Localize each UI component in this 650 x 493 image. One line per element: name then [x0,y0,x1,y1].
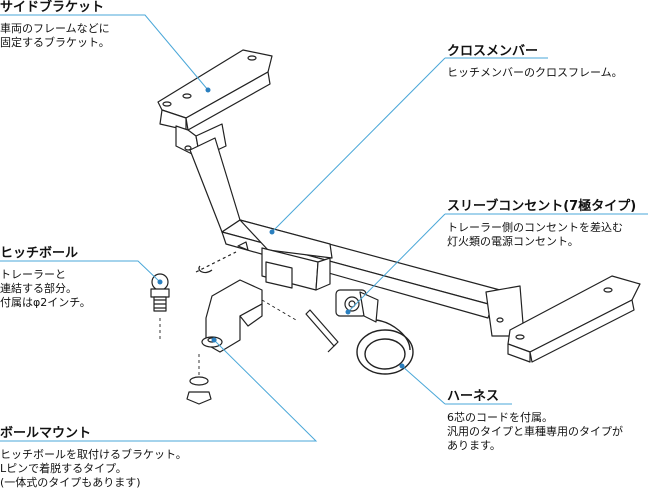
sleeve-outlet-drawing [335,289,379,323]
cross-member-label: クロスメンバー ヒッチメンバーのクロスフレーム。 [447,44,647,80]
cross-member-desc: ヒッチメンバーのクロスフレーム。 [447,66,623,79]
side-bracket-title: サイドブラケット [0,0,105,15]
ball-mount-drawing [201,279,263,353]
ball-mount-title: ボールマウント [0,426,92,441]
harness-label: ハーネス 6芯のコードを付属。 汎用のタイプと車種専用のタイプが あります。 [447,389,647,453]
cross-member-title: クロスメンバー [447,44,539,59]
harness-desc: 6芯のコードを付属。 汎用のタイプと車種専用のタイプが あります。 [447,411,623,452]
harness-drawing [356,319,414,375]
ball-mount-desc: ヒッチボールを取付けるブラケット。 Lピンで着脱するタイプ。 (一体式のタイプも… [0,448,187,489]
cross-member-drawing [189,137,501,319]
l-pin-drawing [305,309,339,353]
sleeve-outlet-desc: トレーラー側のコンセントを差込む 灯火類の電源コンセント。 [447,221,623,248]
hitch-ball-desc: トレーラーと 連結する部分。 付属はφ2インチ。 [0,268,91,309]
side-bracket-desc: 車両のフレームなどに 固定するブラケット。 [0,22,110,49]
hitch-ball-label: ヒッチボール トレーラーと 連結する部分。 付属はφ2インチ。 [0,246,140,310]
sleeve-outlet-label: スリーブコンセント(7極タイプ) トレーラー側のコンセントを差込む 灯火類の電源… [447,199,647,249]
sleeve-outlet-title: スリーブコンセント(7極タイプ) [447,199,637,214]
side-bracket-label: サイドブラケット 車両のフレームなどに 固定するブラケット。 [0,0,150,50]
right-bracket-drawing [485,275,641,363]
hitch-ball-title: ヒッチボール [0,246,79,261]
harness-title: ハーネス [447,389,500,404]
ball-mount-label: ボールマウント ヒッチボールを取付けるブラケット。 Lピンで着脱するタイプ。 (… [0,426,310,490]
